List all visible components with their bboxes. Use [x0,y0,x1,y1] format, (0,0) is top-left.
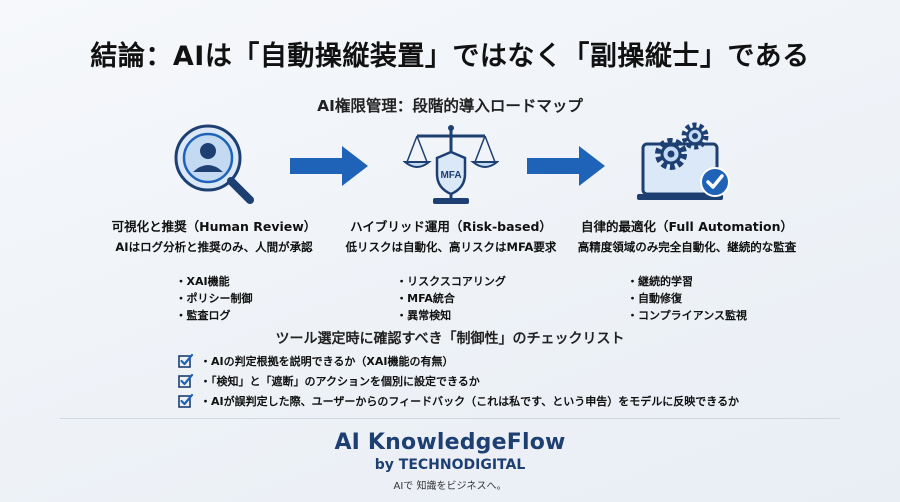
stage-desc: AIはログ分析と推奨のみ、人間が承認 [115,240,313,254]
bullet-item: ポリシー制御 [176,290,253,307]
checklist-item-text: ・AIの判定根拠を説明できるか（XAI機能の有無） [200,355,454,368]
brand-tagline: AIで 知識をビジネスへ。 [393,481,507,492]
brand-footer: AI KnowledgeFlow by TECHNODIGITAL AIで 知識… [0,430,900,492]
scale-shield-icon: MFA [403,125,499,204]
brand-byline: by TECHNODIGITAL [374,457,526,473]
stage-full-automation: 自律的最適化（Full Automation） 高精度領域のみ完全自動化、継続的… [557,118,817,324]
brand-logo: AI KnowledgeFlow [334,430,566,455]
bullet-item: MFA統合 [396,290,506,307]
stage-human-review: 可視化と推奨（Human Review） AIはログ分析と推奨のみ、人間が承認 … [84,118,344,324]
checkbox-checked-icon [178,373,194,388]
stage-bullets: リスクスコアリング MFA統合 異常検知 [396,273,506,324]
bullet-item: XAI機能 [176,273,253,290]
stage-desc: 低リスクは自動化、高リスクはMFA要求 [345,240,557,254]
stage-name: 自律的最適化（Full Automation） [580,219,794,234]
magnifier-person-icon [174,124,254,204]
bullet-item: コンプライアンス監視 [627,307,747,324]
checklist-item-text: ・「検知」と「遮断」のアクションを個別に設定できるか [200,375,480,388]
checkbox-checked-icon [178,353,194,368]
checkbox-checked-icon [178,393,194,408]
stage-risk-based: MFA ハイブリッド運用（Risk-based） 低リスクは自動化、高リスクはM… [321,118,581,324]
control-checklist: ・AIの判定根拠を説明できるか（XAI機能の有無） ・「検知」と「遮断」のアクシ… [178,351,739,411]
stage-name: ハイブリッド運用（Risk-based） [350,219,552,234]
checklist-item: ・「検知」と「遮断」のアクションを個別に設定できるか [178,371,739,391]
gears-monitor-icon [637,122,730,200]
stage-desc: 高精度領域のみ完全自動化、継続的な監査 [577,240,797,254]
checklist-title: ツール選定時に確認すべき「制御性」のチェックリスト [275,331,625,347]
roadmap-subtitle: AI権限管理：段階的導入ロードマップ [317,97,583,115]
stage-bullets: XAI機能 ポリシー制御 監査ログ [176,273,253,324]
bullet-item: 異常検知 [396,307,506,324]
checklist-item: ・AIが誤判定した際、ユーザーからのフィードバック（これは私です、という申告）を… [178,391,739,411]
arrow-right-icon [290,146,368,186]
stage-name: 可視化と推奨（Human Review） [111,219,317,234]
bullet-item: 自動修復 [627,290,747,307]
bullet-item: 継続的学習 [627,273,747,290]
page-title: 結論：AIは「自動操縦装置」ではなく「副操縦士」である [90,41,810,72]
checklist-item-text: ・AIが誤判定した際、ユーザーからのフィードバック（これは私です、という申告）を… [200,395,740,408]
stage-bullets: 継続的学習 自動修復 コンプライアンス監視 [627,273,747,324]
arrow-right-icon [527,146,605,186]
checklist-item: ・AIの判定根拠を説明できるか（XAI機能の有無） [178,351,739,371]
bullet-item: 監査ログ [176,307,253,324]
bullet-item: リスクスコアリング [396,273,506,290]
footer-divider [60,418,840,419]
mfa-badge-text: MFA [440,170,461,181]
